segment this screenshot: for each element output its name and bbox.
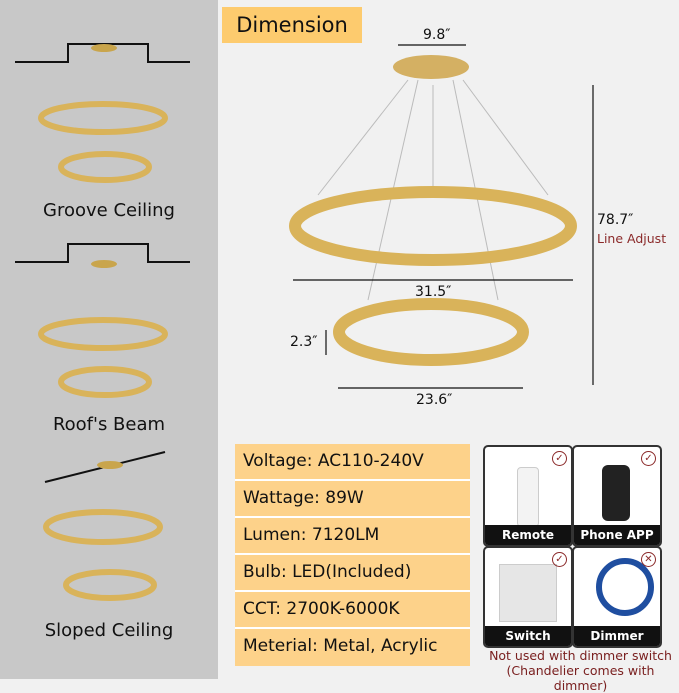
dimmer-icon [596,558,654,616]
check-icon: ✓ [552,552,567,567]
small-ring-diameter: 23.6″ [416,392,453,408]
installation-panel: Groove Ceiling Roof's Beam Sloped Ceilin… [0,0,218,679]
roof-beam-label: Roof's Beam [52,414,166,435]
remote-icon [517,467,539,527]
groove-ceiling-label: Groove Ceiling [43,200,175,221]
line-adjust-note: Line Adjust [597,231,667,246]
ring-thickness: 2.3″ [290,334,318,350]
spec-bulb: Bulb: LED(Included) [235,555,470,592]
total-height: 78.7″ [597,212,634,228]
spec-cct: CCT: 2700K-6000K [235,592,470,629]
control-phone-app: ✓ Phone APP [572,445,662,547]
spec-wattage: Wattage: 89W [235,481,470,518]
installation-illustrations [15,43,190,601]
spec-material: Meterial: Metal, Acrylic [243,636,438,656]
remote-label: Remote control [485,525,571,545]
sloped-ceiling-label: Sloped Ceiling [44,620,174,641]
check-icon: ✓ [641,451,656,466]
spec-voltage: Voltage: AC110-240V [235,444,470,481]
dimmer-note-detail: (Chandelier comes with dimmer) [506,663,655,693]
control-remote: ✓ Remote control [483,445,573,547]
dimmer-label: Dimmer switch [574,626,660,646]
canopy-width: 9.8″ [423,27,451,43]
spec-lumen: Lumen: 7120LM [235,518,470,555]
phone-icon [602,465,630,521]
chandelier-diagram [289,44,594,389]
control-dimmer: ✕ Dimmer switch [572,546,662,648]
switch-label: Switch [485,626,571,646]
switch-icon [499,564,557,622]
dimmer-note: Not used with dimmer switch [489,648,672,663]
cross-icon: ✕ [641,552,656,567]
dimension-title: Dimension [222,7,362,43]
check-icon: ✓ [552,451,567,466]
control-switch: ✓ Switch [483,546,573,648]
specifications-table: Voltage: AC110-240V Wattage: 89W Lumen: … [235,444,470,666]
large-ring-diameter: 31.5″ [415,284,452,300]
phone-app-label: Phone APP [574,525,660,545]
